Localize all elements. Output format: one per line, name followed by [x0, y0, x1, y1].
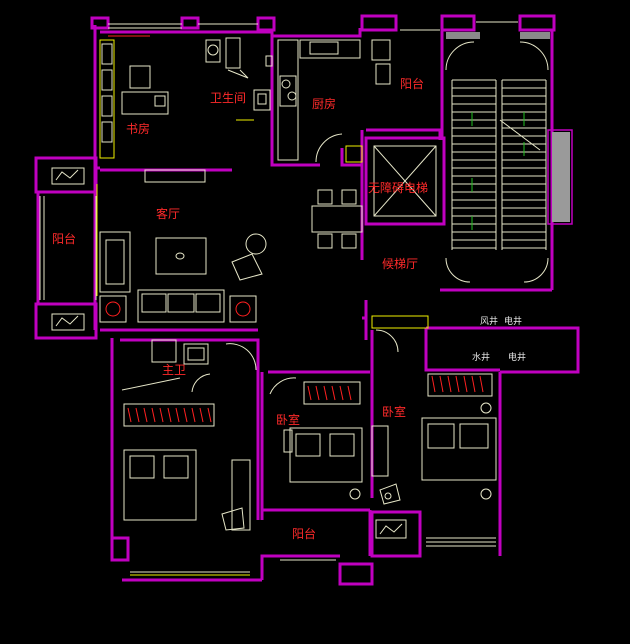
- shaft-labels: 风井 电井 水井 电井: [472, 315, 526, 363]
- label-balcony-w: 阳台: [52, 231, 76, 246]
- wardrobe-hanger: [471, 375, 476, 393]
- wardrobe-hanger: [447, 375, 452, 393]
- wardrobe-hanger: [307, 385, 312, 401]
- stair-line: [499, 119, 541, 151]
- label-shaft-3: 水井: [472, 351, 490, 363]
- label-elevator: 无障碍电梯: [368, 180, 428, 195]
- label-elevator-hall: 候梯厅: [382, 257, 418, 271]
- stair-door-swing: [445, 41, 549, 283]
- living-furniture: [96, 169, 267, 323]
- label-bedroom-right: 卧室: [382, 404, 406, 419]
- windows: [39, 21, 518, 576]
- dining-furniture: [311, 189, 363, 249]
- bedroom-right-furniture: [371, 315, 497, 505]
- wardrobe-hanger: [159, 407, 164, 423]
- label-shaft-1: 风井: [480, 315, 498, 327]
- exterior-walls: [34, 14, 580, 586]
- label-bathroom: 卫生间: [210, 91, 246, 105]
- wardrobe-hanger: [479, 375, 484, 393]
- study-furniture: [99, 35, 169, 159]
- wardrobe-hanger: [315, 385, 320, 401]
- wardrobe-hanger: [339, 385, 344, 401]
- label-master-bath: 主卫: [162, 363, 186, 377]
- room-labels: 书房 卫生间 厨房 阳台 客厅 阳台 无障碍电梯 候梯厅 主卫 卧室 卧室 阳台: [52, 76, 428, 541]
- wardrobe-hanger: [431, 375, 436, 393]
- master-bath-fixtures: [121, 339, 257, 393]
- label-study: 书房: [126, 121, 150, 136]
- wardrobe-hanger: [463, 375, 468, 393]
- wardrobe-hanger: [183, 407, 188, 423]
- wardrobe-hanger: [135, 407, 140, 423]
- wardrobe-hanger: [323, 385, 328, 401]
- kitchen-fixtures: [277, 39, 391, 163]
- wardrobe-hanger: [347, 385, 352, 401]
- label-shaft-2: 电井: [504, 315, 522, 327]
- bedroom-left-furniture: [123, 403, 251, 531]
- bedroom-mid-furniture: [269, 377, 363, 500]
- wardrobe-hanger: [331, 385, 336, 401]
- balcony-planters: [51, 167, 85, 331]
- elevator-car: [373, 145, 437, 217]
- wardrobe-hanger: [151, 407, 156, 423]
- label-kitchen: 厨房: [312, 96, 336, 111]
- label-balcony-ne: 阳台: [400, 76, 424, 91]
- wardrobe-hanger: [127, 407, 132, 423]
- label-bedroom-mid: 卧室: [276, 412, 300, 427]
- label-living: 客厅: [156, 206, 180, 221]
- wardrobe-hanger: [191, 407, 196, 423]
- wardrobe-hanger: [207, 407, 212, 423]
- wardrobe-hanger: [175, 407, 180, 423]
- wardrobe-hanger: [143, 407, 148, 423]
- wardrobe-hanger: [439, 375, 444, 393]
- wardrobe-hanger: [167, 407, 172, 423]
- staircase: [445, 41, 549, 283]
- balcony-south-planter: [375, 519, 407, 539]
- wardrobe-hanger: [199, 407, 204, 423]
- label-shaft-4: 电井: [508, 351, 526, 363]
- wardrobe-hanger: [455, 375, 460, 393]
- label-balcony-s: 阳台: [292, 526, 316, 541]
- bathroom-fixtures: [205, 37, 273, 121]
